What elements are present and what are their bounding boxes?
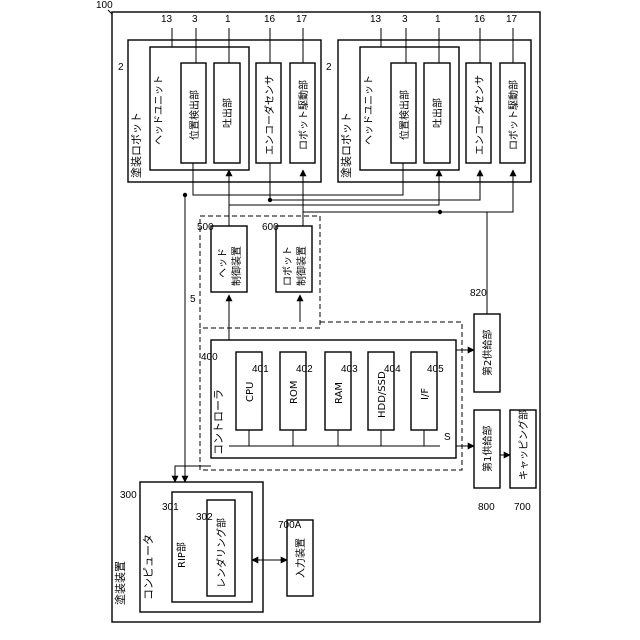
internal-bus bbox=[229, 430, 440, 446]
encoder-right-ref: 16 bbox=[474, 14, 486, 25]
computer-ref: 300 bbox=[120, 490, 137, 501]
head-ctrl-ref: 500 bbox=[197, 222, 214, 233]
rom-label: ROM bbox=[289, 381, 300, 404]
rip-ref: 301 bbox=[162, 502, 179, 513]
cpu-ref: 401 bbox=[252, 364, 269, 375]
capping-label: キャッピング部 bbox=[517, 410, 530, 480]
controller-label: コントローラ bbox=[212, 389, 225, 455]
head-ctrl-label-2: 制御装置 bbox=[230, 246, 243, 286]
robot-ctrl-ref: 600 bbox=[262, 222, 279, 233]
position-detector-right-ref: 3 bbox=[402, 14, 408, 25]
robot-right-label: 塗装ロボット bbox=[339, 112, 353, 178]
robot-driver-left-ref: 17 bbox=[296, 14, 308, 25]
robot-left-label: 塗装ロボット bbox=[129, 112, 143, 178]
capping-ref: 700 bbox=[514, 502, 531, 513]
rip-label: RIP部 bbox=[175, 542, 188, 568]
render-ref: 302 bbox=[196, 512, 213, 523]
ejector-right-label: 吐出部 bbox=[431, 98, 444, 128]
robot-driver-right-label: ロボット駆動部 bbox=[507, 80, 520, 150]
computer-label: コンピュータ bbox=[142, 534, 155, 600]
bus-area-ref: 5 bbox=[190, 294, 196, 305]
if-ref: 405 bbox=[427, 364, 444, 375]
robot-ctrl-label-1: ロボット bbox=[282, 246, 294, 286]
position-detector-right-label: 位置検出部 bbox=[398, 90, 411, 140]
hdd-ref: 404 bbox=[384, 364, 401, 375]
bus-ref: S bbox=[444, 432, 451, 443]
controller-ref: 400 bbox=[201, 352, 218, 363]
head-unit-left-ref: 13 bbox=[161, 14, 173, 25]
robot-ctrl-label-2: 制御装置 bbox=[295, 246, 308, 286]
hdd-label: HDD/SSD bbox=[377, 371, 388, 418]
input-label: 入力装置 bbox=[294, 538, 307, 578]
ram-label: RAM bbox=[334, 382, 345, 404]
head-ctrl-label-1: ヘッド bbox=[218, 248, 229, 278]
render-label: レンダリング部 bbox=[215, 518, 228, 588]
head-unit-right-label: ヘッドユニット bbox=[364, 75, 375, 145]
system-label: 塗装装置 bbox=[113, 561, 127, 605]
supply1-ref: 800 bbox=[478, 502, 495, 513]
encoder-right-label: エンコーダセンサ bbox=[473, 75, 486, 155]
ejector-right-ref: 1 bbox=[435, 14, 441, 25]
robot-right: 塗装ロボット 2 ヘッドユニット 13 位置検出部 3 吐出部 1 エンコーダセ… bbox=[326, 14, 531, 182]
robot-left: 塗装ロボット 2 ヘッドユニット 13 位置検出部 3 吐出部 1 エンコーダセ… bbox=[118, 14, 321, 182]
supply2-label: 第2供給部 bbox=[481, 330, 494, 376]
cpu-label: CPU bbox=[245, 382, 256, 402]
robot-right-ref: 2 bbox=[326, 62, 332, 73]
robot-driver-left-label: ロボット駆動部 bbox=[297, 80, 310, 150]
head-unit-right-ref: 13 bbox=[370, 14, 382, 25]
encoder-left-ref: 16 bbox=[264, 14, 276, 25]
position-detector-left-label: 位置検出部 bbox=[188, 90, 201, 140]
input-ref: 700A bbox=[278, 520, 302, 531]
ram-ref: 403 bbox=[341, 364, 358, 375]
if-label: I/F bbox=[420, 388, 431, 400]
head-unit-left-label: ヘッドユニット bbox=[154, 75, 165, 145]
robot-driver-right-ref: 17 bbox=[506, 14, 518, 25]
robot-left-ref: 2 bbox=[118, 62, 124, 73]
system-ref: 100 bbox=[96, 0, 113, 11]
rom-ref: 402 bbox=[296, 364, 313, 375]
supply1-label: 第1供給部 bbox=[481, 426, 494, 472]
ejector-left-label: 吐出部 bbox=[221, 98, 234, 128]
ejector-left-ref: 1 bbox=[225, 14, 231, 25]
computer-box bbox=[140, 482, 263, 612]
supply2-ref: 820 bbox=[470, 288, 487, 299]
encoder-left-label: エンコーダセンサ bbox=[263, 75, 276, 155]
position-detector-left-ref: 3 bbox=[192, 14, 198, 25]
